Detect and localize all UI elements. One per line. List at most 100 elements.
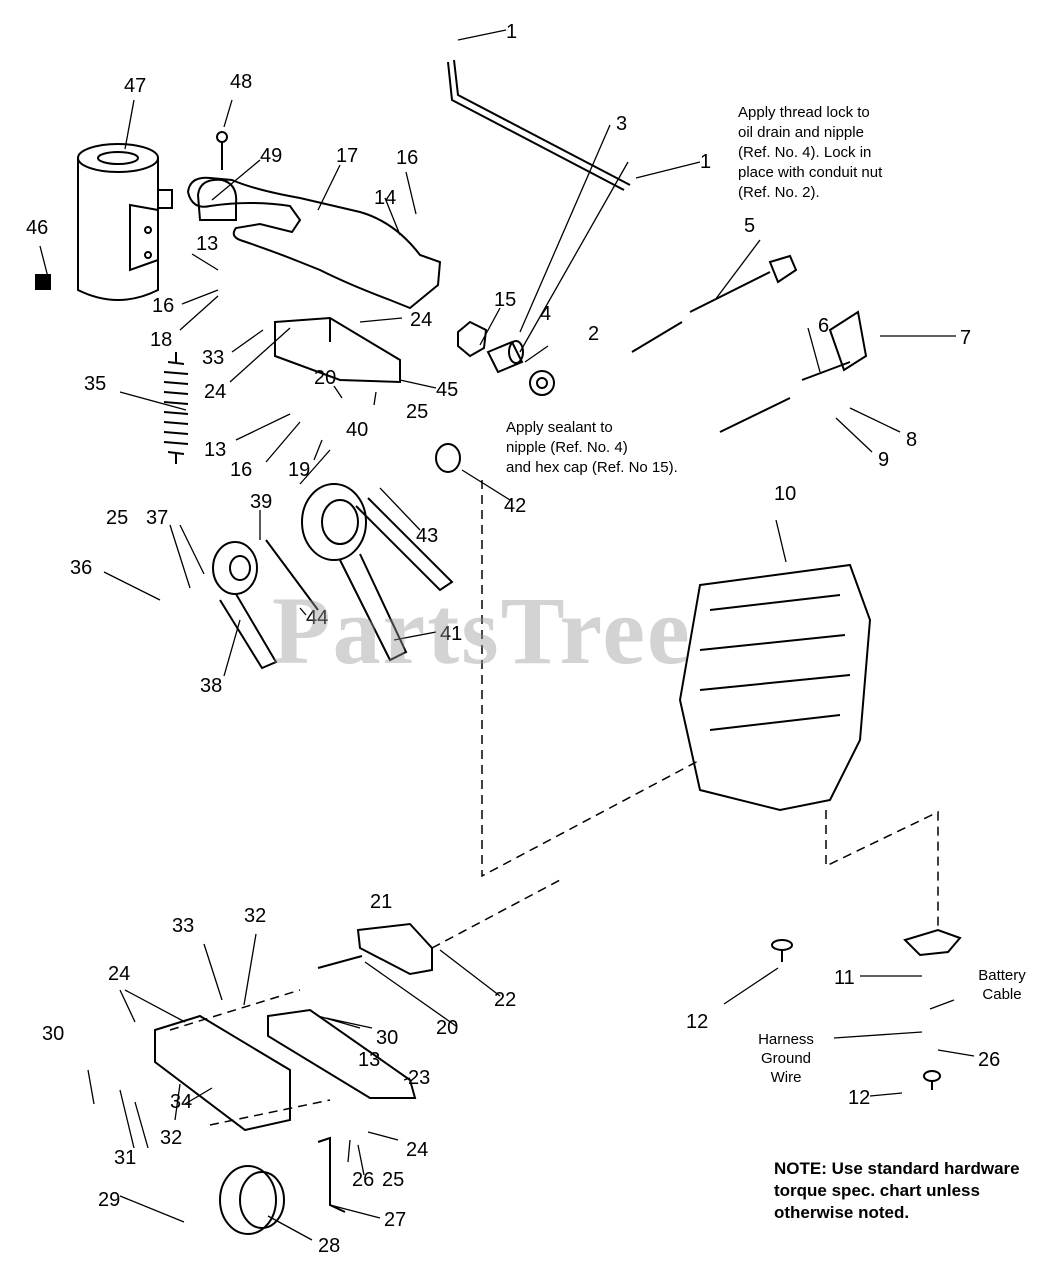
hex-cap-part-15 xyxy=(457,320,488,358)
assembly-line-frame xyxy=(169,989,331,1126)
callout-24-lower-right: 24 xyxy=(406,1139,428,1161)
clamp-part-49 xyxy=(196,178,238,221)
frame-part-34 xyxy=(154,1014,291,1132)
callout-20-lower: 20 xyxy=(436,1017,458,1039)
callout-12-lower: 12 xyxy=(848,1087,870,1109)
callout-24-left: 24 xyxy=(204,381,226,403)
bolt-part-12-upper xyxy=(771,939,793,962)
conduit-nut-part-2 xyxy=(529,370,555,396)
assembly-line-engine xyxy=(481,480,701,878)
muffler-part-47 xyxy=(77,143,173,301)
pulley-part-39 xyxy=(212,541,278,670)
callout-26-right: 26 xyxy=(978,1049,1000,1071)
hardware-torque-note: NOTE: Use standard hardware torque spec.… xyxy=(774,1159,1020,1222)
callout-30-left: 30 xyxy=(42,1023,64,1045)
callout-6: 6 xyxy=(818,315,829,337)
callout-13-lower: 13 xyxy=(358,1049,380,1071)
callout-13-middle: 13 xyxy=(204,439,226,461)
callout-28: 28 xyxy=(318,1235,340,1257)
callout-40: 40 xyxy=(346,419,368,441)
axle-bracket-part-21 xyxy=(317,922,433,976)
callout-9: 9 xyxy=(878,449,889,471)
callout-43: 43 xyxy=(416,525,438,547)
exhaust-pipe-part-17 xyxy=(186,176,442,310)
callout-34: 34 xyxy=(170,1091,192,1113)
callout-27: 27 xyxy=(384,1209,406,1231)
callout-45: 45 xyxy=(436,379,458,401)
callout-29: 29 xyxy=(98,1189,120,1211)
callout-22: 22 xyxy=(494,989,516,1011)
callout-25-upper: 25 xyxy=(406,401,428,423)
callout-33-lower: 33 xyxy=(172,915,194,937)
callout-8: 8 xyxy=(906,429,917,451)
callout-2: 2 xyxy=(588,323,599,345)
thread-lock-note: Apply thread lock to oil drain and nippl… xyxy=(738,104,883,201)
callout-11: 11 xyxy=(834,967,855,989)
callout-5: 5 xyxy=(744,215,755,237)
bracket-part-27 xyxy=(317,1136,346,1213)
engine-part-10 xyxy=(678,563,872,812)
leader-lines xyxy=(39,29,975,1241)
callout-15: 15 xyxy=(494,289,516,311)
callout-17: 17 xyxy=(336,145,358,167)
pulley-part-40 xyxy=(301,483,454,662)
harness-ground-wire-label: Harness Ground Wire xyxy=(758,1031,814,1086)
callout-33-upper: 33 xyxy=(202,347,224,369)
callout-49: 49 xyxy=(260,145,282,167)
callout-41: 41 xyxy=(440,623,462,645)
callout-4: 4 xyxy=(540,303,551,325)
spring-part-35 xyxy=(163,352,189,464)
nipple-part-4 xyxy=(486,340,524,374)
callout-32-lower: 32 xyxy=(160,1127,182,1149)
callout-3: 3 xyxy=(616,113,627,135)
assembly-line-ground xyxy=(825,810,939,930)
callout-31: 31 xyxy=(114,1147,136,1169)
callout-44: 44 xyxy=(306,607,328,629)
callout-32-upper: 32 xyxy=(244,905,266,927)
callout-48: 48 xyxy=(230,71,252,93)
sealant-note: Apply sealant to nipple (Ref. No. 4) and… xyxy=(506,419,678,476)
callout-16-left: 16 xyxy=(152,295,174,317)
bolt-part-48 xyxy=(216,131,228,170)
callout-38: 38 xyxy=(200,675,222,697)
callout-16-upper: 16 xyxy=(396,147,418,169)
ground-bracket xyxy=(903,928,962,957)
lever-part-23 xyxy=(267,1008,417,1099)
callout-37: 37 xyxy=(146,507,168,529)
callout-21: 21 xyxy=(370,891,392,913)
callout-7: 7 xyxy=(960,327,971,349)
callout-39: 39 xyxy=(250,491,272,513)
callout-14: 14 xyxy=(374,187,396,209)
bracket-part-45 xyxy=(274,316,401,384)
gasket-part-46 xyxy=(35,274,51,290)
callout-19: 19 xyxy=(288,459,310,481)
callout-1-top: 1 xyxy=(506,21,517,43)
callout-12-upper: 12 xyxy=(686,1011,708,1033)
callout-35: 35 xyxy=(84,373,106,395)
callout-24-lower-left: 24 xyxy=(108,963,130,985)
callout-23: 23 xyxy=(408,1067,430,1089)
pulley-part-28 xyxy=(219,1165,285,1235)
assembly-line-axle xyxy=(431,879,561,949)
callout-1-right: 1 xyxy=(700,151,711,173)
callout-10: 10 xyxy=(774,483,796,505)
spacer-part-42 xyxy=(435,443,461,473)
callout-47: 47 xyxy=(124,75,146,97)
callout-42: 42 xyxy=(504,495,526,517)
tube-part-3 xyxy=(447,59,631,191)
callout-25-lower: 25 xyxy=(382,1169,404,1191)
bolt-part-12-lower xyxy=(923,1070,941,1090)
throttle-bracket-part-6 xyxy=(719,310,868,433)
callout-36: 36 xyxy=(70,557,92,579)
callout-20-upper: 20 xyxy=(314,367,336,389)
callout-26-lower: 26 xyxy=(352,1169,374,1191)
callout-13-upper: 13 xyxy=(196,233,218,255)
shaft-part-44 xyxy=(265,539,319,611)
callout-24-upper: 24 xyxy=(410,309,432,331)
callout-46: 46 xyxy=(26,217,48,239)
battery-cable-label: Battery Cable xyxy=(978,967,1026,1003)
callout-18: 18 xyxy=(150,329,172,351)
callout-30-right: 30 xyxy=(376,1027,398,1049)
callout-16-middle: 16 xyxy=(230,459,252,481)
